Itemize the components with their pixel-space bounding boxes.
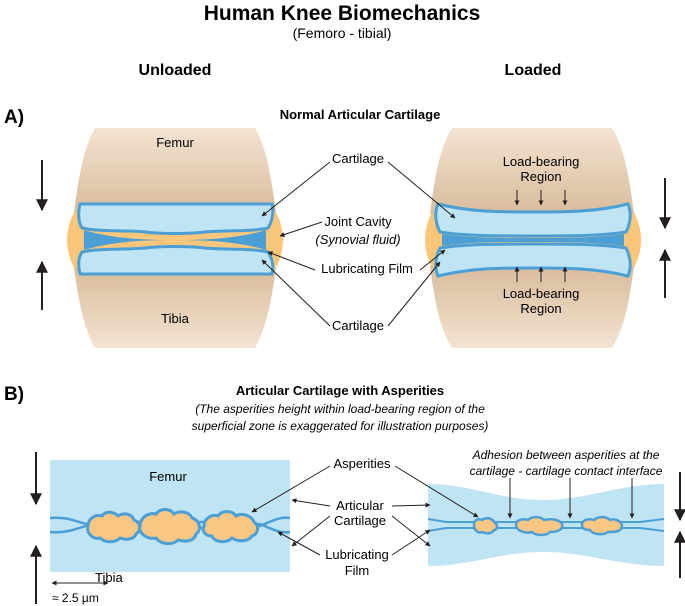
section-b-note-line1: (The asperities height within load-beari… xyxy=(195,402,485,416)
asperity-pair-1 xyxy=(86,510,142,544)
leader-film-b-left xyxy=(277,531,321,556)
leader-cartilage-b-right-bottom xyxy=(391,515,431,547)
section-b-note-line2: superficial zone is exaggerated for illu… xyxy=(192,419,489,433)
load-region-bottom-line1: Load-bearing xyxy=(503,286,580,301)
lubricating-film-b-line1: Lubricating xyxy=(325,547,389,562)
section-b-tag: B) xyxy=(4,384,24,405)
leader-film-right xyxy=(419,249,446,271)
adhesion-label-line1: Adhesion between asperities at the xyxy=(472,448,660,462)
leader-film-b-right xyxy=(391,529,431,556)
leader-cartilage-bottom-right xyxy=(387,261,441,327)
leader-cartilage-top-right xyxy=(387,161,456,219)
cartilage-top-loaded xyxy=(434,202,632,238)
unloaded-header: Unloaded xyxy=(139,62,212,79)
section-a-heading: Normal Articular Cartilage xyxy=(280,107,441,122)
femur-bone-loaded xyxy=(430,128,634,214)
lubricating-film-b-line2: Film xyxy=(345,563,370,578)
section-b-heading: Articular Cartilage with Asperities xyxy=(236,383,444,398)
tibia-bone-loaded xyxy=(430,266,634,348)
asperity-block-loaded xyxy=(427,484,665,566)
lubricating-film-loaded xyxy=(442,234,624,246)
leader-joint-cavity xyxy=(279,221,323,237)
page-title: Human Knee Biomechanics xyxy=(204,2,481,25)
femur-label-unloaded: Femur xyxy=(156,135,194,150)
tibia-label-unloaded: Tibia xyxy=(161,311,189,326)
synovial-fluid-label: (Synovial fluid) xyxy=(315,232,400,247)
load-region-top-line2: Region xyxy=(520,169,561,184)
joint-cavity-label: Joint Cavity xyxy=(324,214,392,229)
cartilage-label-top: Cartilage xyxy=(332,151,384,166)
asperity-pair-2 xyxy=(138,508,201,546)
lubricating-film-label: Lubricating Film xyxy=(321,261,413,276)
loaded-asperity-1 xyxy=(472,517,499,535)
femur-label-b: Femur xyxy=(149,469,187,484)
loaded-asperity-3 xyxy=(580,515,624,536)
loaded-header: Loaded xyxy=(505,62,562,79)
asperities-label: Asperities xyxy=(333,456,391,471)
leader-lines-b xyxy=(251,465,635,556)
unloaded-knee xyxy=(67,128,283,348)
cartilage-bottom-unloaded xyxy=(77,245,275,276)
leader-lines-a xyxy=(261,161,456,327)
asperity-pair-3 xyxy=(201,510,260,544)
leader-asperities-right xyxy=(394,465,479,518)
leader-cartilage-bottom-left xyxy=(261,259,331,327)
articular-cartilage-label-line1: Articular xyxy=(336,498,384,513)
femur-bone-unloaded xyxy=(74,128,276,212)
cartilage-top-unloaded xyxy=(77,202,275,235)
cartilage-bottom-loaded xyxy=(434,242,632,278)
lubricating-film-unloaded xyxy=(84,230,266,250)
leader-asperities-left xyxy=(251,465,331,513)
load-region-bottom-line2: Region xyxy=(520,301,561,316)
load-region-top-line1: Load-bearing xyxy=(503,154,580,169)
leader-cartilage-b-right-top xyxy=(391,502,431,508)
asperity-block-unloaded xyxy=(49,460,291,572)
leader-cartilage-top-left xyxy=(261,161,331,217)
cartilage-label-bottom: Cartilage xyxy=(332,318,384,333)
scale-label: ≈ 2.5 µm xyxy=(52,591,99,605)
page-subtitle: (Femoro - tibial) xyxy=(293,25,392,41)
loaded-asperity-2 xyxy=(514,515,564,537)
section-a-tag: A) xyxy=(4,107,24,128)
adhesion-label-line2: cartilage - cartilage contact interface xyxy=(470,464,663,478)
leader-cartilage-b-left-top xyxy=(291,498,331,507)
leader-film-left xyxy=(267,251,316,271)
tibia-bone-unloaded xyxy=(74,268,276,348)
leader-cartilage-b-left-bottom xyxy=(291,515,331,547)
articular-cartilage-label-line2: Cartilage xyxy=(334,513,386,528)
loaded-knee xyxy=(425,128,641,348)
